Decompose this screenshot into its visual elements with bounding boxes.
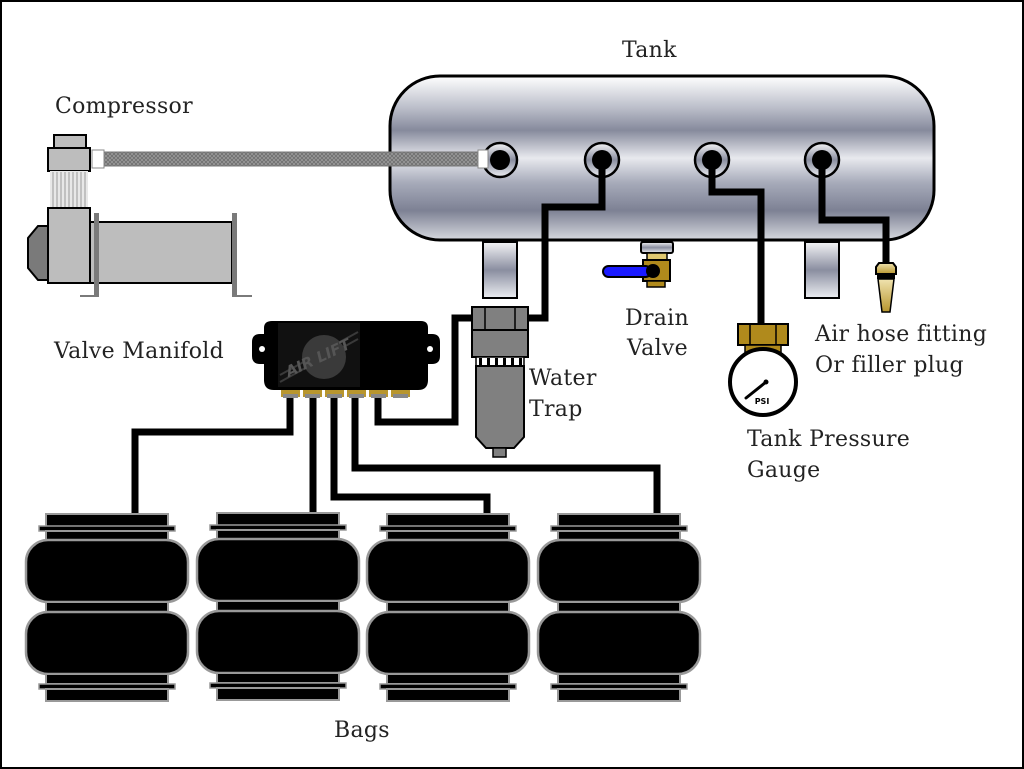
label-air-hose-1: Air hose fitting [815,322,988,347]
label-compressor: Compressor [55,94,193,119]
tank-bracket-right [804,241,840,299]
line-tank-to-gauge [708,160,765,326]
label-drain-valve-1: Drain [625,306,689,331]
drain-valve-handle[interactable] [602,265,652,278]
air-bag-2 [195,511,361,702]
air-bag-1 [24,513,190,702]
line-water-trap-to-manifold [374,314,474,426]
label-tank: Tank [622,38,677,63]
air-bag-3 [365,512,531,703]
label-water-trap-1: Water [529,366,597,391]
air-bag-4 [536,512,702,703]
line-tank-to-water-trap [528,160,606,322]
line-tank-to-air-fitting [818,160,890,264]
air-lines [131,160,890,514]
label-gauge-2: Gauge [747,458,821,483]
label-bags: Bags [334,718,390,743]
tank-pressure-gauge: PSI [728,323,798,417]
label-air-hose-2: Or filler plug [815,353,964,378]
air-tank [388,74,936,299]
label-water-trap-2: Trap [529,397,583,422]
tank-port-1 [481,141,519,179]
label-valve-manifold: Valve Manifold [54,339,225,364]
line-manifold-to-bag-4 [351,398,661,514]
braided-hose [101,151,485,167]
compressor [27,134,489,297]
water-trap [471,306,529,458]
line-manifold-to-bag-3 [330,398,491,514]
manifold-ports [281,390,410,398]
air-bags [24,511,702,703]
air-hose-fitting[interactable] [875,262,897,313]
tank-bracket-left [482,241,518,299]
line-manifold-to-bag-1 [131,398,294,514]
label-gauge-1: Tank Pressure [747,427,911,452]
gauge-unit: PSI [755,397,770,406]
valve-manifold: AIR LIFT [252,321,440,398]
drain-valve[interactable] [602,241,674,288]
label-drain-valve-2: Valve [627,336,688,361]
gauge-needle [744,380,768,400]
